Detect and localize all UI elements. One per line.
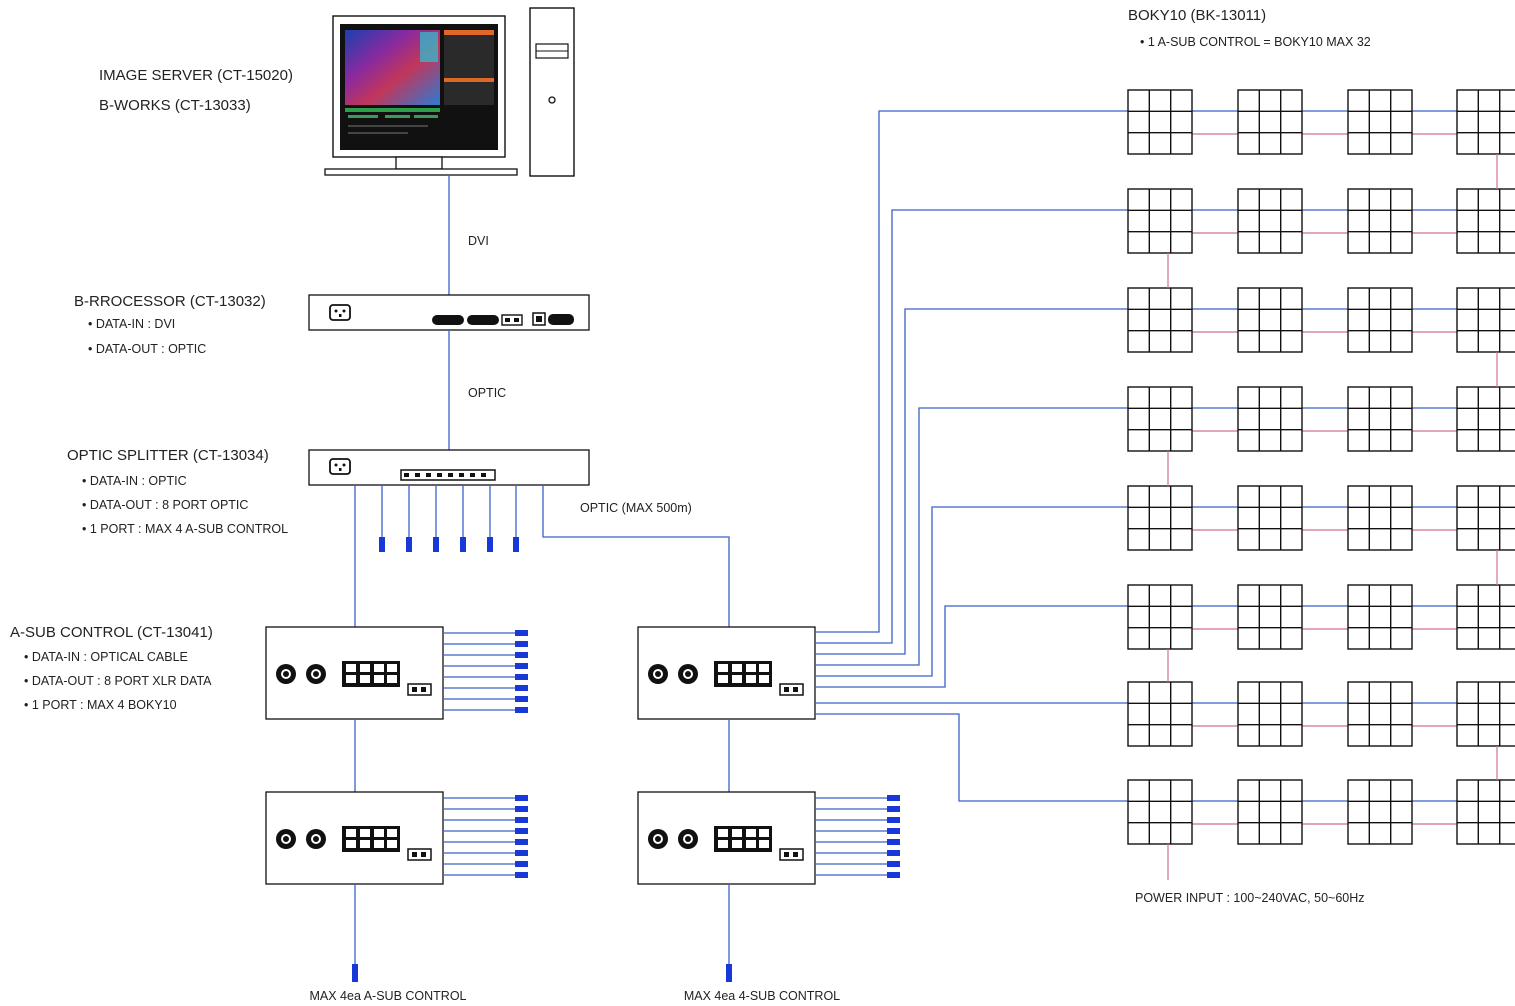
boky10-panel (1127, 89, 1193, 155)
asub-title: A-SUB CONTROL (CT-13041) (10, 624, 213, 641)
boky10-panel (1347, 779, 1413, 845)
processor-spec: • DATA-OUT : OPTIC (88, 342, 206, 356)
bottom-mid-label: MAX 4ea 4-SUB CONTROL (684, 989, 840, 1003)
asub-control-device (637, 626, 816, 720)
boky10-panel (1456, 779, 1515, 845)
boky10-panel (1127, 188, 1193, 254)
boky10-panel (1237, 485, 1303, 551)
boky10-panel (1347, 681, 1413, 747)
processor-device (308, 294, 590, 331)
asub-spec: • 1 PORT : MAX 4 BOKY10 (24, 698, 177, 712)
boky10-panel (1347, 584, 1413, 650)
bottom-left-label: MAX 4ea A-SUB CONTROL (310, 989, 467, 1003)
optic-splitter-device (308, 449, 590, 486)
boky10-panel (1127, 681, 1193, 747)
boky-note: • 1 A-SUB CONTROL = BOKY10 MAX 32 (1140, 35, 1371, 49)
asub-xlr-outputs (814, 794, 901, 879)
boky10-panel (1347, 89, 1413, 155)
boky10-panel (1347, 386, 1413, 452)
boky10-panel (1127, 485, 1193, 551)
boky10-panel (1347, 287, 1413, 353)
power-input-label: POWER INPUT : 100~240VAC, 50~60Hz (1135, 891, 1365, 905)
boky10-panel (1237, 779, 1303, 845)
optic-connector-icon (726, 964, 732, 982)
optic-label: OPTIC (468, 386, 506, 400)
boky10-panel (1237, 188, 1303, 254)
boky10-panel (1347, 188, 1413, 254)
boky10-panel (1237, 287, 1303, 353)
xlr-data-cables (815, 110, 1128, 802)
image-server-computer (324, 7, 575, 177)
boky10-panel (1237, 584, 1303, 650)
boky10-panel (1127, 584, 1193, 650)
asub-spec: • DATA-OUT : 8 PORT XLR DATA (24, 674, 212, 688)
optic-long-cable (542, 485, 730, 627)
splitter-spec: • DATA-OUT : 8 PORT OPTIC (82, 498, 248, 512)
asub-xlr-outputs (442, 794, 529, 879)
processor-spec: • DATA-IN : DVI (88, 317, 175, 331)
asub-control-device (265, 626, 444, 720)
splitter-title: OPTIC SPLITTER (CT-13034) (67, 447, 269, 464)
asub-xlr-outputs (442, 629, 529, 714)
boky-title: BOKY10 (BK-13011) (1128, 7, 1266, 24)
boky10-panel (1456, 584, 1515, 650)
dvi-label: DVI (468, 234, 489, 248)
boky10-panel (1456, 89, 1515, 155)
asub-control-device (637, 791, 816, 885)
boky10-panel (1456, 485, 1515, 551)
boky10-panel (1237, 89, 1303, 155)
splitter-output-ports (379, 485, 519, 552)
splitter-spec: • DATA-IN : OPTIC (82, 474, 187, 488)
optic-max-label: OPTIC (MAX 500m) (580, 501, 692, 515)
boky10-panel (1127, 779, 1193, 845)
optic-connector-icon (352, 964, 358, 982)
boky10-panel (1347, 485, 1413, 551)
boky10-panel (1456, 188, 1515, 254)
image-server-title: IMAGE SERVER (CT-15020) (99, 67, 293, 84)
asub-spec: • DATA-IN : OPTICAL CABLE (24, 650, 188, 664)
boky10-panel (1237, 386, 1303, 452)
boky10-panel (1127, 287, 1193, 353)
boky10-panel-grid (1127, 89, 1515, 880)
boky10-panel (1237, 681, 1303, 747)
boky10-panel (1456, 386, 1515, 452)
processor-title: B-RROCESSOR (CT-13032) (74, 293, 266, 310)
boky10-panel (1456, 681, 1515, 747)
boky10-panel (1456, 287, 1515, 353)
image-server-subtitle: B-WORKS (CT-13033) (99, 97, 251, 114)
asub-control-device (265, 791, 444, 885)
splitter-spec: • 1 PORT : MAX 4 A-SUB CONTROL (82, 522, 288, 536)
boky10-panel (1127, 386, 1193, 452)
